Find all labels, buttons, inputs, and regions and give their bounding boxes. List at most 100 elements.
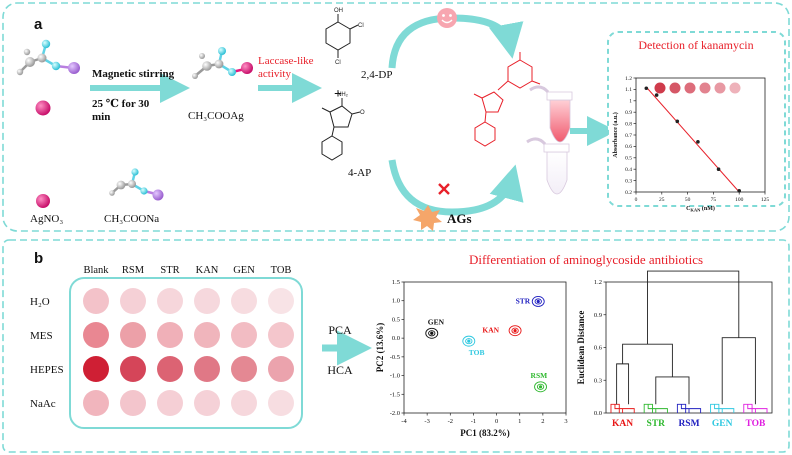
pca-point xyxy=(467,339,471,343)
det-y-tick-label: 0.3 xyxy=(625,178,632,184)
det-y-tick-label: 0.6 xyxy=(625,144,632,150)
pca-x-tick-label: -3 xyxy=(424,418,429,425)
hca-leaf-cluster xyxy=(676,403,702,413)
det-color-swatch xyxy=(654,82,666,94)
det-color-swatch xyxy=(714,82,726,94)
reagent-label-ap: 4-AP xyxy=(348,167,371,179)
method-hca-label: HCA xyxy=(327,363,353,377)
det-y-tick-label: 0.4 xyxy=(625,167,632,173)
det-x-tick-label: 0 xyxy=(635,197,638,203)
pca-y-tick-label: -0.5 xyxy=(390,354,400,361)
hca-y-tick-label: 0.6 xyxy=(594,345,603,352)
array-row-label: HEPES xyxy=(30,364,64,376)
pca-x-tick-label: 2 xyxy=(541,418,544,425)
det-color-swatch xyxy=(669,82,681,94)
legend-sodium-acetate-label: CH₃COONa xyxy=(104,213,159,225)
sodium-acetate-molecule-top xyxy=(16,39,80,76)
array-well xyxy=(194,322,220,348)
curved-arrow-bottom xyxy=(388,159,524,216)
array-well xyxy=(268,390,294,416)
hca-category-label: GEN xyxy=(712,419,733,429)
inhibitor-label: AGs xyxy=(447,211,472,226)
ags-burst-icon xyxy=(413,205,442,231)
panel-a-frame xyxy=(2,2,790,232)
pca-point xyxy=(536,299,540,304)
det-y-tick-label: 1.2 xyxy=(625,76,632,82)
hca-category-label: KAN xyxy=(612,419,633,429)
activity-label-line2: activity xyxy=(258,68,291,80)
array-well xyxy=(157,288,183,314)
array-well xyxy=(194,288,220,314)
array-well xyxy=(120,288,146,314)
pca-cluster-ellipse-inner xyxy=(511,327,519,334)
det-y-tick-label: 0.2 xyxy=(625,190,632,196)
hca-y-tick-label: 0.0 xyxy=(594,410,602,417)
hca-y-axis-label: Euclidean Distance xyxy=(576,311,586,385)
det-y-tick-label: 0.9 xyxy=(625,110,632,116)
legend-silver-nitrate-label: AgNO₃ xyxy=(30,213,63,225)
array-well xyxy=(120,322,146,348)
array-column-header: TOB xyxy=(271,265,292,276)
pca-x-tick-label: 0 xyxy=(495,418,498,425)
pca-y-tick-label: -2.0 xyxy=(390,410,400,417)
det-x-axis-label: CKAN (nM) xyxy=(686,205,715,213)
quinoneimine-product-structure xyxy=(473,52,541,147)
nh2-group-label: NH₂ xyxy=(337,92,349,98)
det-y-tick-label: 1 xyxy=(629,99,632,105)
array-row-label: NaAc xyxy=(30,398,56,410)
pca-cluster-ellipse xyxy=(508,325,522,337)
det-x-tick-label: 100 xyxy=(735,197,744,203)
det-data-point xyxy=(675,119,680,124)
pca-cluster-label: GEN xyxy=(428,317,445,326)
array-column-header: RSM xyxy=(122,265,145,276)
det-data-point xyxy=(716,167,721,171)
hca-link-kan xyxy=(616,363,630,405)
array-well xyxy=(83,356,109,382)
pca-point xyxy=(513,329,517,333)
detection-box xyxy=(607,31,786,207)
pca-y-tick-label: -1.0 xyxy=(390,373,400,380)
product-label: CH₃COOAg xyxy=(188,110,244,122)
legend-sodium-acetate-icon xyxy=(109,168,164,201)
sensor-array-frame xyxy=(69,277,303,429)
step-label-temperature: 25 ℃ for 30 xyxy=(92,98,150,110)
array-well xyxy=(268,356,294,382)
pca-x-tick-label: -4 xyxy=(401,418,407,425)
det-x-tick-label: 25 xyxy=(659,197,665,203)
array-well xyxy=(231,322,257,348)
pca-point xyxy=(430,331,434,335)
pca-cluster-ellipse xyxy=(462,335,476,347)
det-color-swatch xyxy=(684,82,696,94)
hca-y-tick-label: 1.2 xyxy=(594,279,602,286)
array-well xyxy=(83,288,109,314)
det-y-axis-label: Absorbance (a.u.) xyxy=(612,112,619,158)
hca-category-label: RSM xyxy=(678,419,699,429)
array-well xyxy=(194,356,220,382)
hca-leaf-cluster xyxy=(643,403,668,413)
pca-cluster-ellipse xyxy=(534,381,547,393)
det-fit-line xyxy=(645,86,740,193)
pink-tube-icon xyxy=(529,85,573,143)
array-well xyxy=(157,322,183,348)
array-well xyxy=(157,390,183,416)
hca-leaf-cluster xyxy=(743,403,768,413)
aminoantipyrine-structure xyxy=(321,98,361,161)
pca-y-axis-label: PC2 (13.6%) xyxy=(375,323,385,373)
hca-leaf-cluster xyxy=(710,403,735,413)
panel-b-title: Differentiation of aminoglycoside antibi… xyxy=(469,252,703,267)
det-y-tick-label: 0.7 xyxy=(625,133,632,139)
pca-y-tick-label: 0.5 xyxy=(392,316,400,323)
det-x-tick-label: 50 xyxy=(685,197,691,203)
array-well xyxy=(231,288,257,314)
pca-cluster-ellipse-inner xyxy=(428,330,436,337)
pca-x-tick-label: 1 xyxy=(518,418,521,425)
hca-category-label: STR xyxy=(647,419,666,429)
array-well xyxy=(268,322,294,348)
oh-group-label: OH xyxy=(334,8,343,14)
pca-cluster-label: KAN xyxy=(482,326,499,335)
det-y-tick-label: 0.5 xyxy=(625,156,632,162)
